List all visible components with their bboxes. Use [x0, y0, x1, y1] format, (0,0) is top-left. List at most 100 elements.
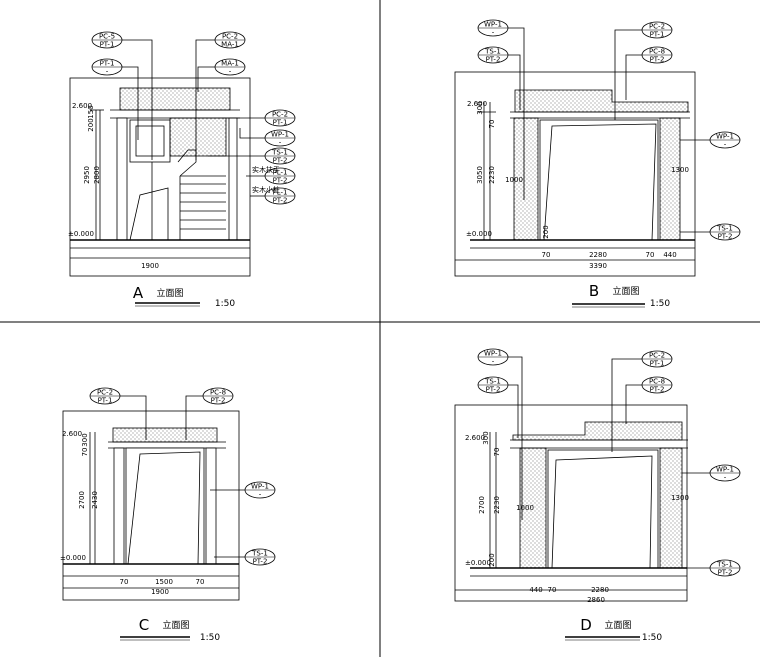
leader	[195, 39, 215, 160]
side-dimension: 1000	[505, 176, 523, 184]
leader	[508, 27, 525, 200]
material-tag-code: PC-5	[99, 33, 115, 41]
material-tag-finish: -	[492, 29, 495, 37]
material-tag-code: WP-1	[484, 350, 502, 358]
material-tag-code: WP-1	[251, 483, 269, 491]
material-tag-code: PC-2	[222, 33, 238, 41]
dimension-vertical: 2950	[83, 166, 91, 184]
dimension-horizontal: 70	[542, 251, 551, 259]
annotation-note: 实木小柱	[252, 185, 280, 194]
material-tag-code: PC-2	[272, 111, 288, 119]
material-tag-finish: PT-2	[273, 177, 288, 185]
material-tag-finish: PT-1	[100, 41, 115, 49]
leader	[625, 384, 642, 424]
leader	[508, 54, 521, 110]
annotation-note: 实木扶手	[252, 165, 280, 174]
dimension-vertical: 2430	[91, 491, 99, 509]
material-tag-code: PL-1	[273, 169, 288, 177]
material-tag-finish: PT-1	[98, 397, 113, 405]
dimension-vertical: 150	[87, 105, 95, 118]
material-tag-code: PC-2	[649, 23, 665, 31]
dimension-vertical: 2700	[478, 496, 486, 514]
dimension-horizontal: 1900	[141, 262, 159, 270]
dimension-vertical: 200	[542, 225, 550, 238]
dimension-vertical: 200	[87, 118, 95, 131]
elevation-letter: A	[133, 284, 144, 302]
material-tag-finish: PT-2	[650, 386, 665, 394]
ceiling-beam	[514, 89, 689, 113]
leader	[614, 29, 642, 120]
material-tag-finish: PT-1	[650, 31, 665, 39]
material-tag-finish: PT-2	[486, 56, 501, 64]
dimension-horizontal: 70	[548, 586, 557, 594]
level-marker-bottom: ±0.000	[68, 230, 94, 238]
material-tag-code: TS-1	[251, 550, 268, 558]
material-tag-code: TS-1	[484, 378, 501, 386]
side-dimension: 1000	[516, 504, 534, 512]
elevation-letter: C	[139, 616, 149, 634]
dimension-horizontal: 2860	[587, 596, 605, 604]
dimension-vertical: 2230	[488, 166, 496, 184]
leader	[122, 39, 153, 160]
material-tag-code: MA-1	[221, 60, 239, 68]
elevation-title: 立面图	[156, 287, 183, 299]
level-marker-bottom: ±0.000	[465, 559, 491, 567]
leader	[122, 66, 139, 140]
dimension-horizontal: 70	[196, 578, 205, 586]
material-tag-finish: MA-1	[221, 41, 239, 49]
elevation-b	[454, 27, 710, 277]
material-tag-code: PC-2	[649, 352, 665, 360]
elevation-title: 立面图	[604, 619, 631, 631]
leader	[508, 384, 519, 438]
leader	[611, 358, 642, 452]
dimension-vertical: 2800	[93, 166, 101, 184]
scale-label: 1:50	[215, 299, 235, 309]
leader	[508, 356, 523, 520]
dimension-horizontal: 1500	[155, 578, 173, 586]
dimension-vertical: 200	[488, 553, 496, 566]
ceiling-beam	[112, 427, 218, 443]
material-tag-finish: PT-1	[273, 119, 288, 127]
leader	[239, 128, 265, 139]
material-tag-code: TS-1	[271, 149, 288, 157]
ceiling-beam	[119, 87, 231, 111]
dimension-vertical: 300	[81, 433, 89, 446]
dimension-horizontal: 2280	[591, 586, 609, 594]
material-tag-code: WP-1	[716, 466, 734, 474]
leader	[185, 395, 203, 440]
material-tag-finish: PT-2	[273, 157, 288, 165]
elevation-letter: D	[580, 616, 592, 634]
level-marker-top: 2.600	[62, 430, 82, 438]
scale-label: 1:50	[200, 633, 220, 643]
leader	[197, 66, 215, 92]
material-tag-code: PT-1	[100, 60, 115, 68]
scale-label: 1:50	[642, 633, 662, 643]
leader	[120, 395, 147, 440]
door-opening	[547, 449, 659, 569]
dimension-vertical: 70	[493, 448, 501, 457]
dimension-horizontal: 440	[663, 251, 676, 259]
scale-label: 1:50	[650, 299, 670, 309]
level-marker-top: 2.600	[465, 434, 485, 442]
material-tag-code: PC-8	[649, 48, 665, 56]
dimension-vertical: 3050	[476, 166, 484, 184]
elevation-a	[69, 39, 265, 277]
dimension-horizontal: 2280	[589, 251, 607, 259]
dimension-vertical: 70	[488, 120, 496, 129]
material-tag-code: WP-1	[271, 131, 289, 139]
material-tag-finish: -	[279, 139, 282, 147]
elevation-letter: B	[589, 282, 599, 300]
material-tag-finish: PT-2	[718, 233, 733, 241]
material-tag-finish: PT-1	[650, 360, 665, 368]
dimension-vertical: 300	[476, 101, 484, 114]
material-tag-code: PL-1	[273, 189, 288, 197]
side-dimension: 1300	[671, 494, 689, 502]
leader	[625, 54, 642, 100]
dimension-horizontal: 3390	[589, 262, 607, 270]
material-tag-finish: PT-2	[273, 197, 288, 205]
material-tag-code: PC-8	[210, 389, 226, 397]
elevation-title: 立面图	[162, 619, 189, 631]
material-tag-finish: PT-2	[718, 569, 733, 577]
material-tag-code: WP-1	[716, 133, 734, 141]
material-tag-code: TS-1	[716, 561, 733, 569]
